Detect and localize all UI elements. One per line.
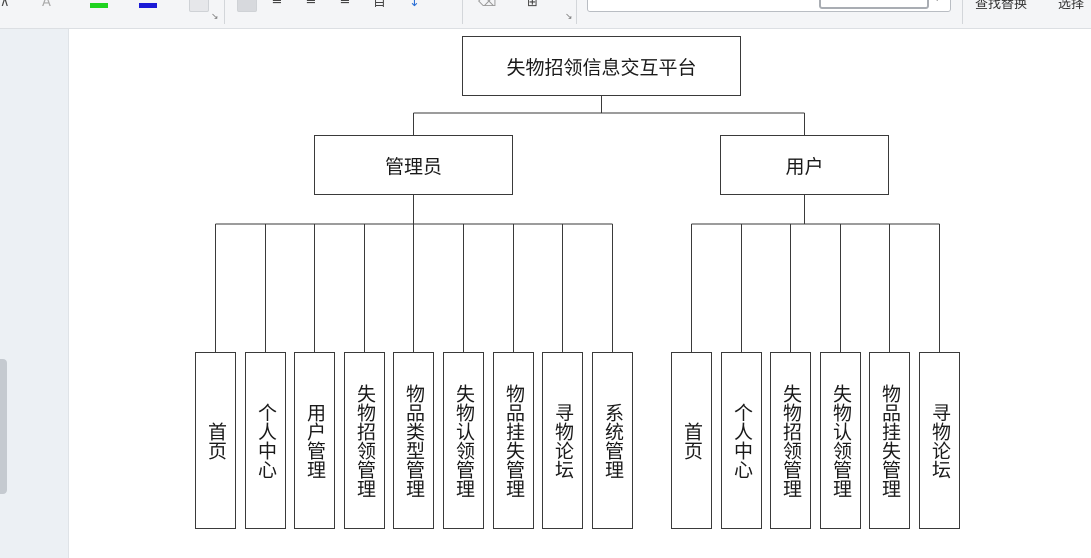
dialog-launcher-icon[interactable]: ↘ bbox=[211, 12, 219, 22]
font-color-icon[interactable] bbox=[139, 3, 157, 8]
scrollbar-thumb[interactable] bbox=[0, 359, 7, 494]
toolbar-separator bbox=[962, 0, 963, 24]
user-module-node: 物品挂失管理 bbox=[869, 352, 910, 529]
user-module-node: 首页 bbox=[671, 352, 712, 529]
chevron-down-icon[interactable]: ˅ bbox=[934, 0, 941, 12]
border-icon[interactable]: ⊞ ˅ bbox=[527, 0, 549, 10]
toolbar-separator bbox=[462, 0, 463, 24]
align-left-icon[interactable] bbox=[237, 0, 257, 12]
admin-module-node: 失物认领管理 bbox=[443, 352, 484, 529]
left-pane bbox=[0, 29, 69, 558]
char-shading-icon[interactable] bbox=[189, 0, 209, 12]
root-node: 失物招领信息交互平台 bbox=[462, 36, 741, 96]
dialog-launcher-icon[interactable]: ↘ bbox=[565, 12, 573, 22]
align-center-icon[interactable]: ═ bbox=[273, 0, 281, 10]
shading-icon[interactable]: ⌫ ˅ bbox=[478, 0, 508, 10]
chevron-down-icon[interactable]: ˅ bbox=[1034, 0, 1041, 8]
admin-module-node: 首页 bbox=[195, 352, 236, 529]
line-spacing-icon[interactable]: ↕ ˅ bbox=[409, 0, 431, 10]
admin-module-node: 系统管理 bbox=[592, 352, 633, 529]
toolbar-separator bbox=[224, 0, 225, 24]
admin-module-node: 寻物论坛 bbox=[542, 352, 583, 529]
chevron-down-icon[interactable]: ˅ bbox=[112, 0, 119, 10]
admin-module-node: 失物招领管理 bbox=[344, 352, 385, 529]
ribbon-toolbar: ∧ ˅ A ˅ ˅ ˅ ↘ ═ ═ ═ 目 ↕ ˅ ⌫ ˅ ⊞ ˅ ↘ ˅ 查找… bbox=[0, 0, 1091, 29]
style-gallery-item[interactable] bbox=[819, 0, 929, 9]
user-module-node: 失物招领管理 bbox=[770, 352, 811, 529]
user-node: 用户 bbox=[720, 135, 889, 195]
admin-module-node: 物品类型管理 bbox=[393, 352, 434, 529]
justify-icon[interactable]: ═ bbox=[341, 0, 349, 10]
toolbar-separator bbox=[576, 0, 577, 24]
highlight-color-icon[interactable] bbox=[90, 3, 108, 8]
admin-module-node: 个人中心 bbox=[245, 352, 286, 529]
admin-node: 管理员 bbox=[314, 135, 513, 195]
user-module-node: 寻物论坛 bbox=[919, 352, 960, 529]
chevron-down-icon[interactable]: ˅ bbox=[161, 0, 168, 10]
clear-format-icon[interactable]: A ˅ bbox=[42, 0, 62, 10]
admin-module-node: 用户管理 bbox=[294, 352, 335, 529]
admin-module-node: 物品挂失管理 bbox=[493, 352, 534, 529]
arrow-icon[interactable]: ∧ ˅ bbox=[0, 0, 21, 10]
user-module-node: 失物认领管理 bbox=[820, 352, 861, 529]
distributed-align-icon[interactable]: 目 bbox=[373, 0, 387, 10]
find-replace-button[interactable]: 查找替换 bbox=[975, 0, 1028, 12]
align-right-icon[interactable]: ═ bbox=[307, 0, 315, 10]
user-module-node: 个人中心 bbox=[721, 352, 762, 529]
select-button[interactable]: 选择 bbox=[1058, 0, 1085, 12]
